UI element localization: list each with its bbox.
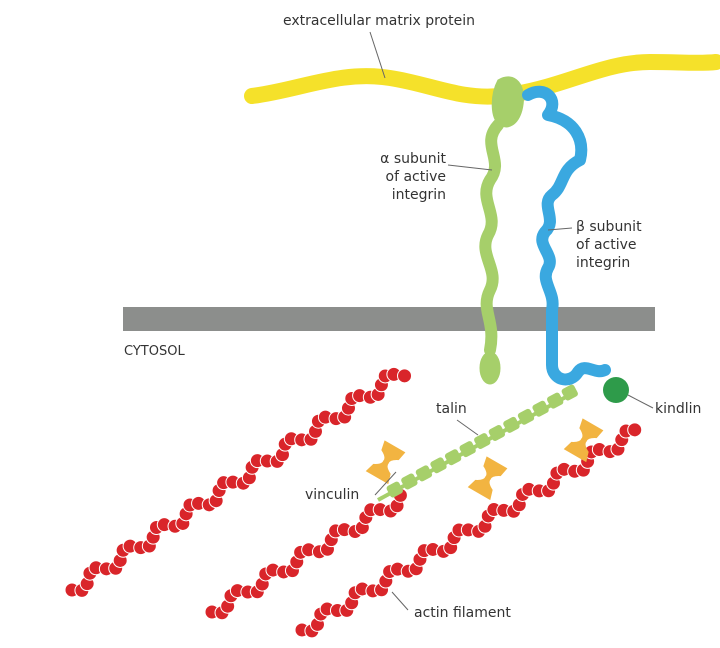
talin-domain (532, 400, 549, 417)
actin-monomer (397, 368, 413, 384)
talin-protein (377, 384, 578, 502)
label-beta-line: β subunit (576, 219, 642, 235)
label-beta-line: of active (576, 237, 637, 253)
talin-domain (444, 449, 462, 466)
talin-domain (561, 384, 578, 401)
talin-domain (503, 416, 520, 433)
label-vinculin: vinculin (305, 487, 360, 503)
talin-domain (474, 433, 491, 450)
actin-filament (64, 366, 413, 598)
actin-filament (204, 487, 408, 621)
talin-domain (415, 465, 433, 482)
talin-domain (386, 481, 403, 498)
alpha-integrin-subunit (479, 76, 524, 385)
actin-monomer (627, 422, 643, 438)
vinculin-protein (467, 456, 508, 501)
beta-integrin-subunit (522, 85, 611, 386)
label-actin-filament: actin filament (414, 605, 511, 621)
vinculin-protein (365, 440, 406, 485)
label-alpha-line: α subunit (380, 151, 446, 167)
extracellular-matrix-protein (244, 53, 720, 105)
label-alpha-line: of active (385, 169, 447, 185)
plasma-membrane (123, 307, 655, 331)
label-cytosol: CYTOSOL (124, 344, 185, 359)
talin-domain (547, 392, 564, 409)
label-beta-subunit: β subunit of active integrin (576, 218, 642, 272)
label-alpha-subunit: α subunit of active integrin (368, 150, 446, 204)
label-ecm: extracellular matrix protein (283, 13, 475, 29)
label-kindlin: kindlin (655, 401, 702, 417)
talin-domain (401, 473, 418, 490)
actin-filament (294, 422, 643, 639)
label-alpha-line: integrin (391, 187, 446, 203)
vinculin-protein (563, 418, 604, 463)
kindlin-protein (603, 377, 629, 403)
talin-domain (488, 425, 506, 441)
talin-domain (459, 441, 476, 458)
talin-domain (430, 457, 447, 474)
label-talin: talin (436, 401, 467, 417)
leader-lines (369, 31, 654, 611)
talin-domain (517, 408, 535, 425)
label-beta-line: integrin (576, 255, 631, 271)
